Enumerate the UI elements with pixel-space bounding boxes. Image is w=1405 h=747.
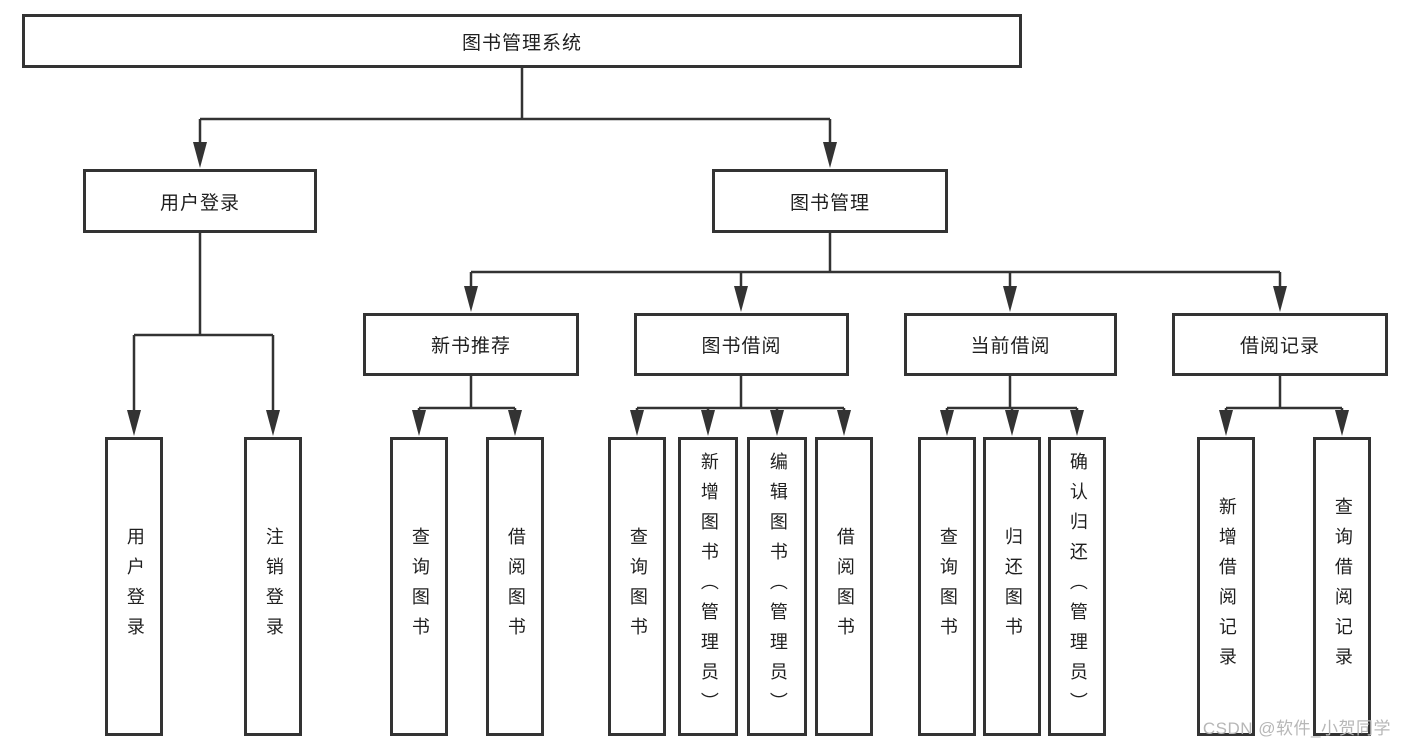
leaf-add-books-admin: 新增图书（管理员） xyxy=(678,437,738,736)
leaf-label: 借阅图书 xyxy=(834,526,855,647)
watermark: CSDN @软件_小贺同学 xyxy=(1202,719,1391,738)
leaf-confirm-return-admin: 确认归还（管理员） xyxy=(1048,437,1106,736)
node-label: 用户登录 xyxy=(159,192,240,214)
node-new-book-recommend: 新书推荐 xyxy=(363,313,579,376)
leaf-label: 查询图书 xyxy=(937,526,958,647)
leaf-label: 借阅图书 xyxy=(505,526,526,647)
leaf-label: 归还图书 xyxy=(1002,526,1023,647)
node-label: 当前借阅 xyxy=(970,336,1051,357)
leaf-label: 用户登录 xyxy=(124,526,145,647)
node-borrow-records: 借阅记录 xyxy=(1172,313,1388,376)
leaf-label: 确认归还（管理员） xyxy=(1067,451,1088,722)
leaf-add-borrow-record: 新增借阅记录 xyxy=(1197,437,1255,736)
leaf-borrow-books-newbook: 借阅图书 xyxy=(486,437,544,736)
leaf-query-books-newbook: 查询图书 xyxy=(390,437,448,736)
node-label: 图书管理 xyxy=(789,192,870,214)
node-current-borrowing: 当前借阅 xyxy=(904,313,1117,376)
node-label: 借阅记录 xyxy=(1239,336,1320,357)
node-book-management: 图书管理 xyxy=(712,169,948,233)
leaf-label: 查询图书 xyxy=(627,526,648,647)
node-label: 图书管理系统 xyxy=(461,32,582,54)
leaf-label: 查询图书 xyxy=(409,526,430,647)
node-user-login: 用户登录 xyxy=(83,169,317,233)
leaf-label: 查询借阅记录 xyxy=(1332,496,1353,677)
node-label: 新书推荐 xyxy=(430,336,511,357)
leaf-logout: 注销登录 xyxy=(244,437,302,736)
leaf-return-books: 归还图书 xyxy=(983,437,1041,736)
leaf-label: 编辑图书（管理员） xyxy=(767,451,788,722)
leaf-query-books-current: 查询图书 xyxy=(918,437,976,736)
leaf-query-books-borrowing: 查询图书 xyxy=(608,437,666,736)
leaf-label: 新增图书（管理员） xyxy=(698,451,719,722)
leaf-edit-books-admin: 编辑图书（管理员） xyxy=(747,437,807,736)
node-label: 图书借阅 xyxy=(701,336,782,357)
leaf-label: 注销登录 xyxy=(263,526,284,647)
leaf-query-borrow-record: 查询借阅记录 xyxy=(1313,437,1371,736)
node-library-management-system: 图书管理系统 xyxy=(22,14,1022,68)
leaf-user-login: 用户登录 xyxy=(105,437,163,736)
node-book-borrowing: 图书借阅 xyxy=(634,313,849,376)
leaf-label: 新增借阅记录 xyxy=(1216,496,1237,677)
leaf-borrow-books-borrowing: 借阅图书 xyxy=(815,437,873,736)
